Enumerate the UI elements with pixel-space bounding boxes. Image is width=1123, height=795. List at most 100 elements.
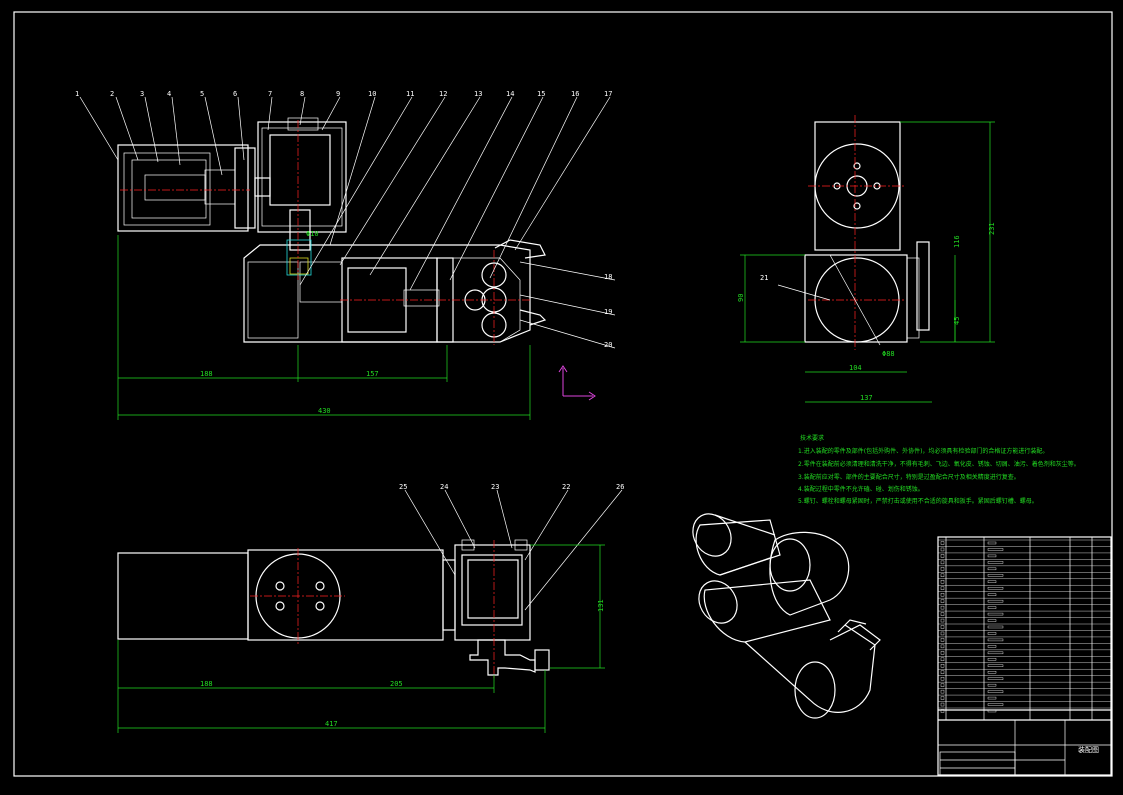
- bom-row-index-box: [940, 612, 945, 616]
- technical-notes: 技术要求 1.进入装配的零件及部件(包括外购件、外协件)，均必须具有检验部门的合…: [798, 434, 1080, 505]
- bom-row-index-box: [940, 651, 945, 655]
- bom-row-index-box: [940, 573, 945, 578]
- bom-row-text-mark: [987, 690, 1004, 693]
- title-block-name: 装配图: [1078, 745, 1099, 754]
- bom-row-index-box: [940, 676, 945, 681]
- dim-side-90: 90: [737, 294, 745, 302]
- bom-row-index-box: [940, 683, 945, 687]
- bom-row-index-box: [940, 541, 945, 545]
- dim-side-45: 45: [953, 317, 961, 325]
- note-line-5: 5.螺钉、螺栓和螺母紧固时，严禁打击或使用不合适的旋具和扳手。紧固后螺钉槽、螺母…: [798, 497, 1038, 505]
- bom-row-text-mark: [987, 683, 997, 687]
- balloon-23: 23: [491, 483, 499, 491]
- dimensions-main: 188 157 430 Φ10: [200, 230, 379, 415]
- bom-row-text-mark: [987, 645, 997, 648]
- note-line-4: 4.装配过程中零件不允许磕、碰、划伤和锈蚀。: [798, 485, 924, 493]
- bom-row-text-mark: [987, 606, 997, 609]
- bom-row-text-mark: [987, 567, 997, 571]
- title-block: 装配图: [937, 536, 1112, 776]
- bom-row-text-mark: [987, 625, 1004, 629]
- balloon-1: 1: [75, 90, 79, 98]
- balloon-labels-main: 1 2 3 4 5 6 7 8 9 10 11 12 13 14 15 16 1…: [75, 90, 612, 349]
- bom-row-index-box: [940, 631, 945, 636]
- balloon-6: 6: [233, 90, 237, 98]
- balloon-20: 20: [604, 341, 612, 349]
- bom-row-text-mark: [987, 638, 1004, 642]
- dim-main-157: 157: [366, 370, 379, 378]
- bom-row-index-box: [940, 689, 945, 694]
- bom-row-text-mark: [987, 658, 997, 661]
- bom-row-text-mark: [987, 599, 1004, 603]
- bom-row-index-box: [940, 586, 945, 590]
- bom-row-index-box: [940, 599, 945, 603]
- balloon-4: 4: [167, 90, 171, 98]
- bom-rows: [938, 539, 1111, 713]
- dim-side-137: 137: [860, 394, 873, 402]
- balloon-22: 22: [562, 483, 570, 491]
- bom-row-index-box: [940, 547, 945, 552]
- note-line-2: 2.零件在装配前必须清理和清洗干净，不得有毛刺、飞边、氧化皮、锈蚀、切屑、油污、…: [798, 460, 1080, 468]
- main-view: [79, 96, 616, 420]
- dim-bottom-417: 417: [325, 720, 338, 728]
- balloon-3: 3: [140, 90, 144, 98]
- balloon-8: 8: [300, 90, 304, 98]
- balloon-9: 9: [336, 90, 340, 98]
- balloon-10: 10: [368, 90, 376, 98]
- notes-title: 技术要求: [800, 434, 824, 442]
- balloon-17: 17: [604, 90, 612, 98]
- bom-row-text-mark: [987, 580, 997, 583]
- dim-side-116: 116: [953, 235, 961, 248]
- bom-row-index-box: [940, 638, 945, 642]
- bom-row-text-mark: [987, 632, 997, 635]
- dim-bottom-188: 188: [200, 680, 213, 688]
- bom-row-index-box: [940, 664, 945, 668]
- bom-row-text-mark: [987, 541, 997, 545]
- note-line-1: 1.进入装配的零件及部件(包括外购件、外协件)，均必须具有检验部门的合格证方能进…: [798, 447, 1048, 455]
- dimensions-side: 21 231 116 45 104 137 90 Φ88: [737, 222, 996, 402]
- bom-row-index-box: [940, 554, 945, 558]
- bom-row-text-mark: [987, 677, 1004, 680]
- dim-side-phi88: Φ88: [882, 350, 895, 358]
- balloon-25: 25: [399, 483, 407, 491]
- balloon-12: 12: [439, 90, 447, 98]
- bom-row-index-box: [940, 560, 945, 565]
- bom-row-index-box: [940, 702, 945, 707]
- balloon-26: 26: [616, 483, 624, 491]
- bom-row-text-mark: [987, 548, 1004, 551]
- bom-row-index-box: [940, 670, 945, 674]
- balloon-21: 21: [760, 274, 768, 282]
- dim-side-104: 104: [849, 364, 862, 372]
- balloon-16: 16: [571, 90, 579, 98]
- bom-row-text-mark: [987, 709, 997, 713]
- bom-row-text-mark: [987, 619, 997, 622]
- dim-main-phi10: Φ10: [306, 230, 319, 238]
- bom-row-index-box: [940, 709, 945, 713]
- drawing-border: [13, 11, 1113, 777]
- bom-row-index-box: [940, 625, 945, 629]
- bom-row-index-box: [940, 580, 945, 584]
- dim-bottom-131: 131: [597, 599, 605, 612]
- balloon-15: 15: [537, 90, 545, 98]
- side-view: [740, 115, 995, 403]
- bom-row-text-mark: [987, 554, 997, 558]
- bom-row-text-mark: [987, 671, 997, 674]
- balloon-11: 11: [406, 90, 414, 98]
- dim-main-430: 430: [318, 407, 331, 415]
- bom-row-index-box: [940, 644, 945, 649]
- bom-row-index-box: [940, 592, 945, 597]
- bom-row-index-box: [940, 696, 945, 700]
- bom-row-text-mark: [987, 587, 1004, 590]
- balloon-labels-bottom: 25 24 23 22 26 188 205 417 131: [200, 483, 624, 728]
- bom-row-index-box: [940, 567, 945, 571]
- bom-row-text-mark: [987, 593, 997, 596]
- balloon-13: 13: [474, 90, 482, 98]
- bom-row-text-mark: [987, 574, 1004, 577]
- balloon-19: 19: [604, 308, 612, 316]
- dim-main-188: 188: [200, 370, 213, 378]
- note-line-3: 3.装配前应对零、部件的主要配合尺寸，特别是过盈配合尺寸及相关精度进行复查。: [798, 473, 1020, 481]
- bom-row-text-mark: [987, 561, 1004, 564]
- balloon-14: 14: [506, 90, 514, 98]
- bom-row-index-box: [940, 657, 945, 662]
- bottom-view: [117, 489, 623, 733]
